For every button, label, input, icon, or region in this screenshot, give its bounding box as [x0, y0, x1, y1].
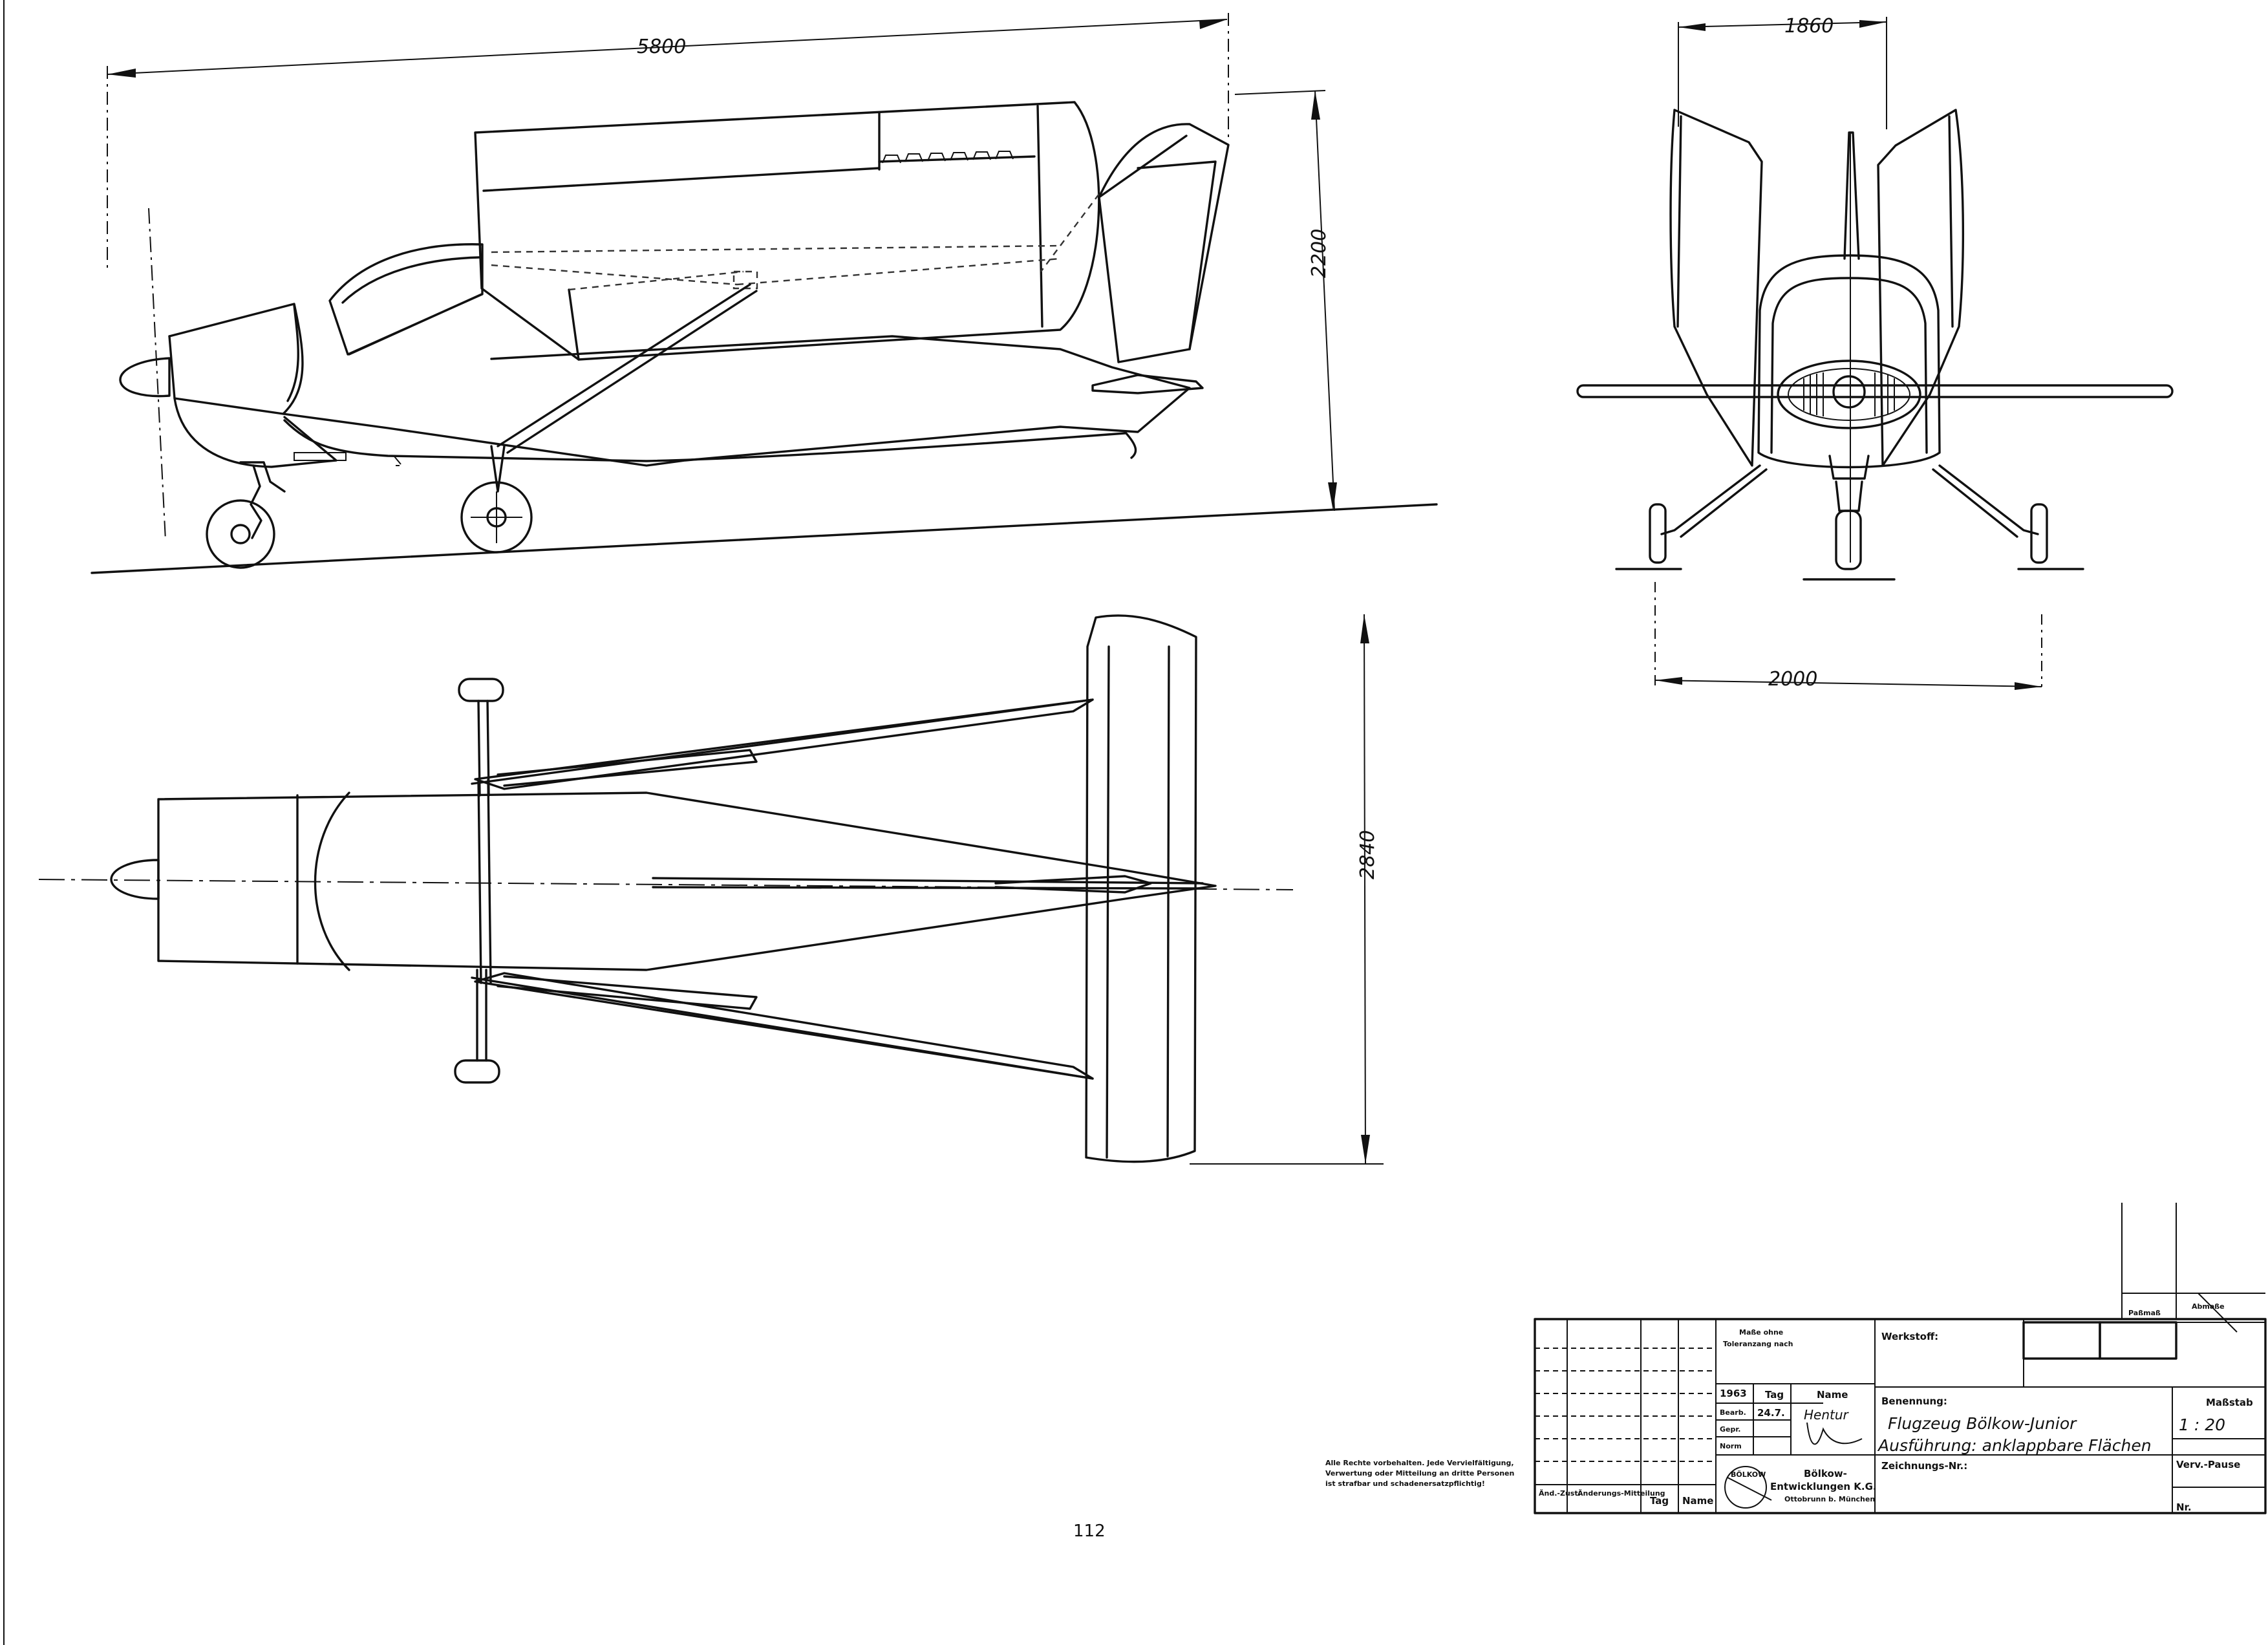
- company-logo: [1724, 1466, 1767, 1509]
- side-view: 5800 2200: [91, 13, 1438, 574]
- designation-label: Benennung:: [1881, 1395, 1947, 1407]
- dim-length-label: 5800: [637, 36, 686, 58]
- company-name-2: Entwicklungen K.G.: [1770, 1481, 1877, 1492]
- vertical-tail-side: [1098, 123, 1230, 363]
- dim-track-label: 2000: [1768, 668, 1817, 691]
- folded-wing-side: [474, 101, 1100, 361]
- top-view: 2840: [38, 614, 1384, 1165]
- dim-line-height: [1314, 90, 1335, 511]
- wing-strut-side: [497, 283, 751, 447]
- right-folded-wing-top: [474, 972, 1094, 1080]
- left-wheel-top: [458, 678, 504, 702]
- propeller-spinner-side: [119, 357, 171, 398]
- drawn-label: Bearb.: [1720, 1408, 1746, 1417]
- nose-wheel-front: [1835, 510, 1862, 570]
- title-block: Alle Rechte vorbehalten. Jede Vervielfäl…: [1325, 1203, 2267, 1514]
- dim-span-label: 2840: [1356, 830, 1379, 879]
- rev-header-state: Änd.-Zust.: [1539, 1489, 1581, 1498]
- logo-text: BÖLKOW: [1731, 1470, 1766, 1479]
- dim-height-label: 2200: [1308, 229, 1331, 278]
- fuselage-front: [1757, 254, 1941, 469]
- main-wheel-side: [460, 481, 533, 554]
- deviation-label: Abmaße: [2192, 1302, 2225, 1311]
- date-column-head: Tag: [1765, 1389, 1784, 1401]
- drawing-year: 1963: [1720, 1388, 1747, 1399]
- drawing-title: Flugzeug Bölkow-Junior: [1888, 1414, 2077, 1433]
- rights-notice-2: Verwertung oder Mitteilung an dritte Per…: [1325, 1469, 1514, 1478]
- drawing-subtitle: Ausführung: anklappbare Flächen: [1877, 1436, 2152, 1455]
- canopy-side: [328, 243, 484, 356]
- tolerance-label-1: Maße ohne: [1739, 1328, 1783, 1337]
- tolerance-label-2: Toleranzang nach: [1723, 1340, 1793, 1348]
- rights-notice-1: Alle Rechte vorbehalten. Jede Vervielfäl…: [1325, 1459, 1514, 1467]
- nose-wheel-side: [206, 499, 275, 569]
- checked-label: Gepr.: [1720, 1425, 1740, 1434]
- left-folded-wing-top: [474, 698, 1094, 790]
- company-name-3: Ottobrunn b. München: [1784, 1495, 1875, 1503]
- fit-label: Paßmaß: [2128, 1309, 2161, 1317]
- rev-header-date: Tag: [1650, 1495, 1669, 1507]
- horizontal-tail-top: [1085, 614, 1197, 1163]
- front-view: 1860 2000: [1576, 15, 2174, 691]
- drawn-date: 24.7.: [1757, 1407, 1785, 1419]
- right-wheel-top: [454, 1059, 500, 1084]
- number-label: Nr.: [2176, 1501, 2192, 1513]
- engine-cowl-front: [1777, 360, 1921, 429]
- dim-line-length: [107, 19, 1228, 75]
- right-main-wheel-front: [2030, 503, 2048, 564]
- drawing-number-label: Zeichnungs-Nr.:: [1881, 1460, 1967, 1472]
- rev-header-notice: Änderungs-Mitteilung: [1578, 1489, 1665, 1498]
- spinner-front: [1832, 375, 1866, 409]
- rev-header-name: Name: [1682, 1495, 1713, 1507]
- ground-line: [91, 503, 1438, 574]
- horizontal-tail-side: [1091, 374, 1204, 394]
- fuselage-top: [157, 791, 1217, 971]
- drawn-signature: Hentur: [1804, 1407, 1850, 1423]
- fin-front: [1843, 131, 1860, 260]
- norm-label: Norm: [1720, 1442, 1742, 1450]
- name-column-head: Name: [1817, 1389, 1848, 1401]
- left-main-wheel-front: [1649, 503, 1667, 564]
- dim-folded-width-label: 1860: [1784, 15, 1834, 38]
- page-mark: 112: [1073, 1521, 1106, 1541]
- spinner-top: [110, 859, 160, 900]
- material-label: Werkstoff:: [1881, 1331, 1938, 1342]
- left-folded-wing-front: [1669, 109, 1763, 467]
- scale-label: Maßstab: [2206, 1397, 2253, 1408]
- copy-pause-label: Verv.-Pause: [2176, 1459, 2240, 1470]
- scale-value: 1 : 20: [2179, 1415, 2225, 1434]
- fuselage-side: [168, 303, 1191, 467]
- company-name-1: Bölkow-: [1804, 1468, 1847, 1479]
- rights-notice-3: ist strafbar und schadenersatzpflichtig!: [1325, 1479, 1485, 1488]
